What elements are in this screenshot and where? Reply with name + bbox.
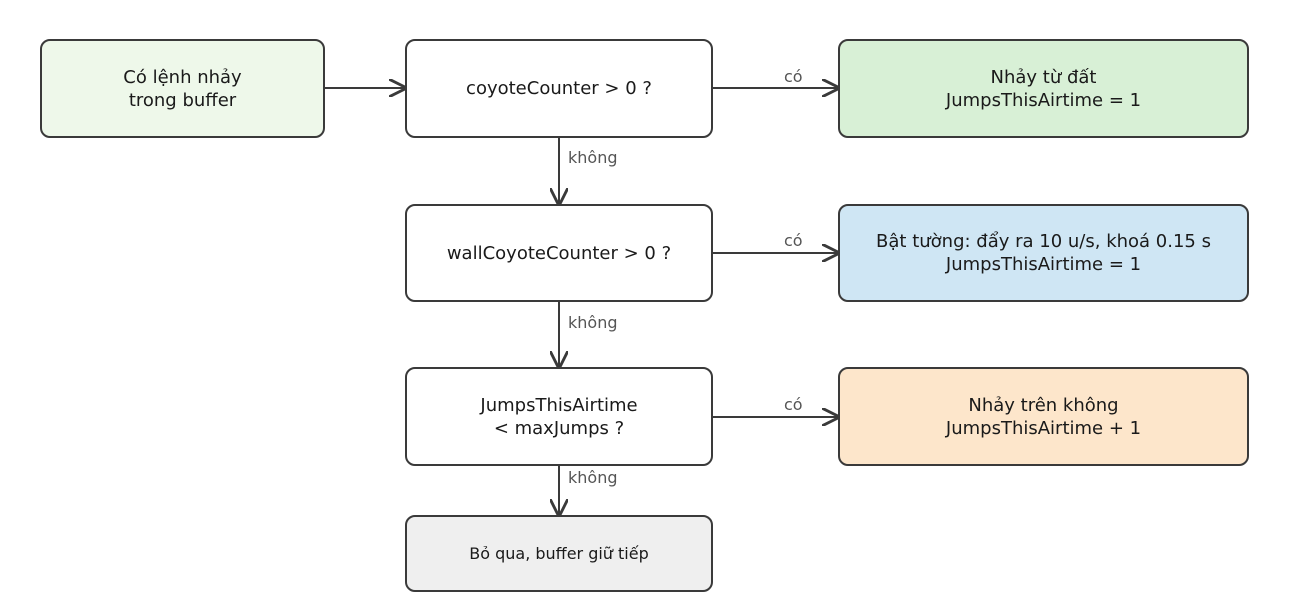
max-jumps-check-line-2: < maxJumps ? — [493, 417, 625, 439]
edge-label-wall-yes: có — [784, 231, 803, 250]
start-node: Có lệnh nhảy trong buffer — [40, 39, 325, 138]
edge-label-maxjumps-yes: có — [784, 395, 803, 414]
start-node-line-2: trong buffer — [128, 89, 237, 111]
ground-jump-node: Nhảy từ đất JumpsThisAirtime = 1 — [838, 39, 1249, 138]
air-jump-node: Nhảy trên không JumpsThisAirtime + 1 — [838, 367, 1249, 466]
wall-jump-line-1: Bật tường: đẩy ra 10 u/s, khoá 0.15 s — [876, 231, 1211, 252]
coyote-check-text: coyoteCounter > 0 ? — [466, 78, 652, 99]
coyote-check-node: coyoteCounter > 0 ? — [405, 39, 713, 138]
skip-node-text: Bỏ qua, buffer giữ tiếp — [469, 544, 649, 563]
edge-label-coyote-yes: có — [784, 67, 803, 86]
wall-jump-node: Bật tường: đẩy ra 10 u/s, khoá 0.15 s Ju… — [838, 204, 1249, 302]
air-jump-line-1: Nhảy trên không — [968, 394, 1119, 416]
max-jumps-check-node: JumpsThisAirtime < maxJumps ? — [405, 367, 713, 466]
edge-label-coyote-no: không — [568, 148, 618, 167]
wall-coyote-check-text: wallCoyoteCounter > 0 ? — [446, 242, 672, 264]
wall-coyote-check-node: wallCoyoteCounter > 0 ? — [405, 204, 713, 302]
air-jump-line-2: JumpsThisAirtime + 1 — [945, 417, 1142, 439]
edge-label-wall-no: không — [568, 313, 618, 332]
wall-jump-line-2: JumpsThisAirtime = 1 — [945, 254, 1142, 275]
ground-jump-line-1: Nhảy từ đất — [990, 66, 1097, 88]
skip-node: Bỏ qua, buffer giữ tiếp — [405, 515, 713, 592]
max-jumps-check-line-1: JumpsThisAirtime — [480, 394, 638, 416]
edge-label-maxjumps-no: không — [568, 468, 618, 487]
ground-jump-line-2: JumpsThisAirtime = 1 — [945, 89, 1142, 111]
start-node-line-1: Có lệnh nhảy — [123, 66, 242, 88]
